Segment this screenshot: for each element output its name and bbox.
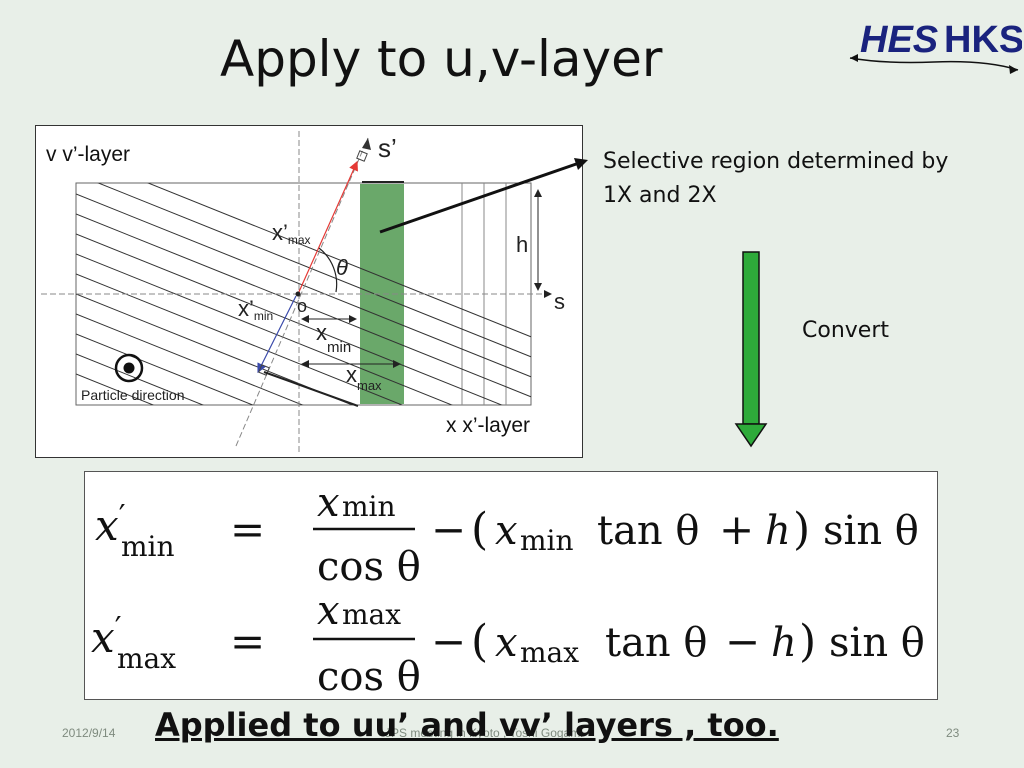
svg-text:x: x bbox=[495, 508, 518, 554]
s-prime-arrowhead-icon bbox=[362, 138, 371, 150]
xmin-prime-arrow bbox=[257, 295, 297, 374]
label-s-prime: s’ bbox=[378, 133, 397, 163]
slide-subtitle: Applied to uu’ and vv’ layers , too. bbox=[155, 706, 779, 744]
right-angle-mark-bottom bbox=[258, 364, 270, 376]
logo-arrow-left-icon bbox=[850, 54, 858, 62]
convert-label: Convert bbox=[802, 318, 889, 343]
s-prime-axis bbox=[235, 137, 369, 447]
equation-xmin: x′ min = x min cos θ − ( x min tan θ + h… bbox=[95, 480, 919, 590]
svg-text:tan θ: tan θ bbox=[597, 508, 699, 554]
equation-xmax: x′ max = x max cos θ − ( x max tan θ − h… bbox=[91, 588, 925, 699]
label-vv-layer: v v’-layer bbox=[46, 143, 130, 166]
label-xx-layer: x x’-layer bbox=[446, 414, 530, 437]
convert-down-arrow-icon bbox=[734, 251, 768, 448]
layer-diagram: v v’-layer x x’-layer Particle direction… bbox=[35, 125, 583, 458]
svg-text:tan θ: tan θ bbox=[605, 620, 707, 666]
note-line-1: Selective region determined by bbox=[603, 149, 949, 174]
svg-text:max: max bbox=[117, 642, 176, 675]
selective-region-note: Selective region determined by 1X and 2X bbox=[603, 145, 1013, 213]
svg-text:−: − bbox=[725, 617, 760, 666]
label-xmax: xmax bbox=[346, 362, 382, 393]
logo-arrow-right-icon bbox=[1009, 65, 1018, 74]
footer-date: 2012/9/14 bbox=[62, 726, 116, 740]
bottom-bar bbox=[263, 371, 359, 407]
theta-arc bbox=[318, 247, 338, 293]
svg-text:(: ( bbox=[471, 616, 488, 667]
footer-center: JPS meeting in Kyoto , Toshi Gogami bbox=[385, 726, 583, 740]
svg-text:=: = bbox=[230, 505, 265, 554]
svg-text:−: − bbox=[431, 617, 466, 666]
equation-box: x′ min = x min cos θ − ( x min tan θ + h… bbox=[84, 471, 938, 700]
svg-text:h: h bbox=[771, 620, 797, 666]
svg-text:x′: x′ bbox=[91, 611, 122, 662]
right-angle-mark-top bbox=[356, 150, 368, 162]
svg-text:min: min bbox=[520, 524, 574, 557]
label-xmin-prime: x’min bbox=[238, 296, 273, 323]
logo-text-hks: HKS bbox=[944, 19, 1022, 61]
svg-text:sin θ: sin θ bbox=[829, 620, 925, 666]
svg-text:cos θ: cos θ bbox=[317, 654, 421, 699]
particle-direction-dot-icon bbox=[123, 362, 135, 374]
slide-title: Apply to u,v-layer bbox=[220, 30, 663, 88]
svg-text:max: max bbox=[520, 636, 579, 669]
origin-dot bbox=[295, 291, 301, 297]
svg-text:x: x bbox=[317, 588, 340, 634]
xmax-prime-arrow bbox=[297, 160, 358, 295]
label-o: o bbox=[297, 296, 307, 316]
svg-text:): ) bbox=[799, 616, 816, 667]
svg-text:x′: x′ bbox=[95, 499, 126, 550]
label-theta: θ bbox=[336, 255, 348, 280]
label-s: s bbox=[554, 289, 565, 314]
logo-swoosh bbox=[849, 57, 1019, 71]
note-line-2: 1X and 2X bbox=[603, 183, 717, 208]
svg-text:min: min bbox=[121, 530, 175, 563]
footer-page-number: 23 bbox=[946, 726, 960, 740]
svg-text:sin θ: sin θ bbox=[823, 508, 919, 554]
layer-diagram-svg: v v’-layer x x’-layer Particle direction… bbox=[41, 131, 565, 452]
label-xmin: xmin bbox=[316, 320, 351, 356]
svg-text:cos θ: cos θ bbox=[317, 544, 421, 590]
svg-text:(: ( bbox=[471, 504, 488, 555]
svg-text:max: max bbox=[342, 598, 401, 631]
label-particle-direction: Particle direction bbox=[81, 387, 185, 403]
particle-direction-icon bbox=[114, 353, 144, 383]
svg-text:=: = bbox=[230, 617, 265, 666]
svg-text:x: x bbox=[495, 620, 518, 666]
logo-text-hes: HES bbox=[860, 19, 938, 61]
equations-svg: x′ min = x min cos θ − ( x min tan θ + h… bbox=[91, 480, 925, 699]
label-h: h bbox=[516, 232, 528, 257]
svg-text:min: min bbox=[342, 490, 396, 523]
pointer-arrow bbox=[379, 158, 588, 234]
svg-text:−: − bbox=[431, 505, 466, 554]
hes-hks-logo: HES HKS bbox=[849, 19, 1022, 74]
svg-text:x: x bbox=[317, 480, 340, 526]
label-xmax-prime: x’max bbox=[272, 220, 311, 247]
svg-text:h: h bbox=[765, 508, 791, 554]
svg-text:+: + bbox=[719, 505, 754, 554]
svg-text:): ) bbox=[793, 504, 810, 555]
